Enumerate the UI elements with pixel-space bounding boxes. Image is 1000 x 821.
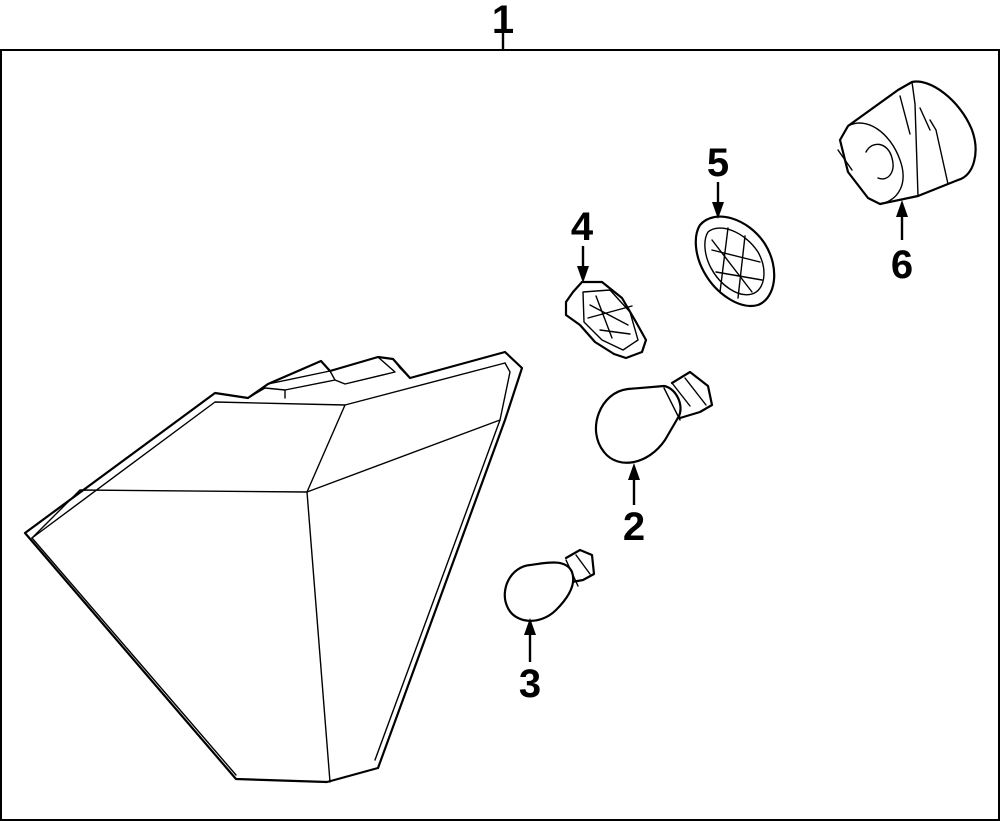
- callout-3-label: 3: [519, 662, 541, 706]
- callout-2: 2: [623, 463, 645, 549]
- callout-1-label: 1: [492, 0, 514, 42]
- callout-1: 1: [492, 0, 514, 50]
- callout-6: 6: [891, 200, 913, 287]
- bulb-large: [594, 370, 714, 464]
- callout-4: 4: [571, 205, 594, 283]
- callout-3: 3: [519, 618, 541, 706]
- socket-gasket-4: [564, 280, 648, 360]
- diagram-frame: [0, 49, 1000, 821]
- callout-2-label: 2: [623, 505, 645, 549]
- socket-6: [837, 80, 977, 206]
- bulb-small: [503, 548, 596, 622]
- callout-4-label: 4: [571, 205, 594, 249]
- callout-5-label: 5: [707, 141, 729, 185]
- callout-6-label: 6: [891, 243, 913, 287]
- round-gasket-5: [694, 215, 776, 308]
- callout-5: 5: [707, 141, 729, 219]
- tail-lamp-assembly: [23, 350, 524, 784]
